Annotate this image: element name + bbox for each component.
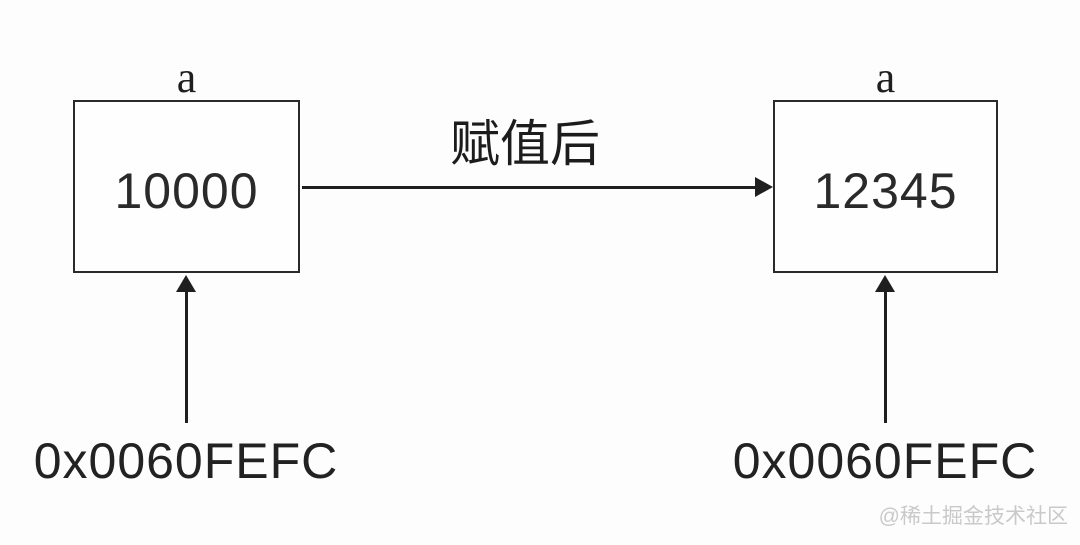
before-var-label: a <box>176 53 197 102</box>
before-value: 10000 <box>114 162 259 219</box>
transition-label: 赋值后 <box>450 116 600 172</box>
before-address-arrow-up-icon <box>176 275 196 292</box>
before-address-arrow-shaft <box>185 290 188 423</box>
after-address-arrow-up-icon <box>875 275 895 292</box>
after-var-label: a <box>875 53 896 102</box>
after-address-arrow-shaft <box>884 290 887 423</box>
before-address-text: 0x0060FEFC <box>33 433 339 489</box>
after-address-text: 0x0060FEFC <box>732 433 1038 489</box>
assignment-arrow-right-icon <box>755 177 773 197</box>
after-value: 12345 <box>813 162 958 219</box>
watermark: @稀土掘金技术社区 <box>878 505 1068 528</box>
after-memory-box: 12345 <box>773 100 998 273</box>
assignment-arrow-shaft <box>302 186 758 189</box>
before-memory-box: 10000 <box>73 100 300 273</box>
